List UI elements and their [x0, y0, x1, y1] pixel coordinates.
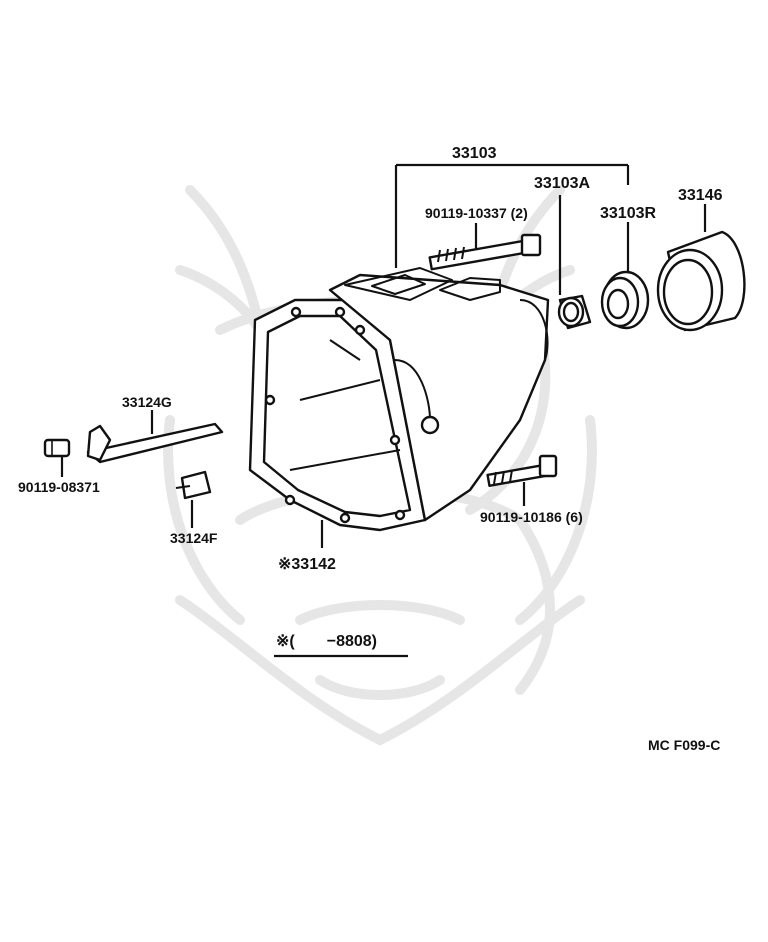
label-oil-seal: 33103R [600, 205, 656, 222]
label-figure-code: MC F099-C [648, 737, 720, 753]
bolt-upper [428, 233, 542, 271]
oil-seal-part [600, 270, 650, 330]
callout-assembly [60, 163, 707, 548]
shift-lever-part [86, 422, 224, 464]
label-lever: 33124G [122, 394, 172, 410]
label-assembly: 33103 [452, 145, 497, 162]
label-gasket: ※33142 [278, 556, 336, 573]
label-plug-bolt: 90119-08371 [18, 479, 100, 495]
label-note: ※( −8808) [276, 633, 377, 650]
label-bolt-lower: 90119-10186 (6) [480, 509, 583, 525]
dust-cover-part [656, 230, 746, 332]
transmission-housing [248, 267, 550, 532]
label-dust-cover: 33146 [678, 187, 723, 204]
bolt-lower [486, 454, 558, 487]
label-bolt-upper: 90119-10337 (2) [425, 205, 528, 221]
plug-bolt-part [43, 438, 71, 458]
clip-part [175, 470, 212, 500]
bushing-part [557, 294, 592, 330]
label-bushing: 33103A [534, 175, 590, 192]
label-clip: 33124F [170, 530, 218, 546]
